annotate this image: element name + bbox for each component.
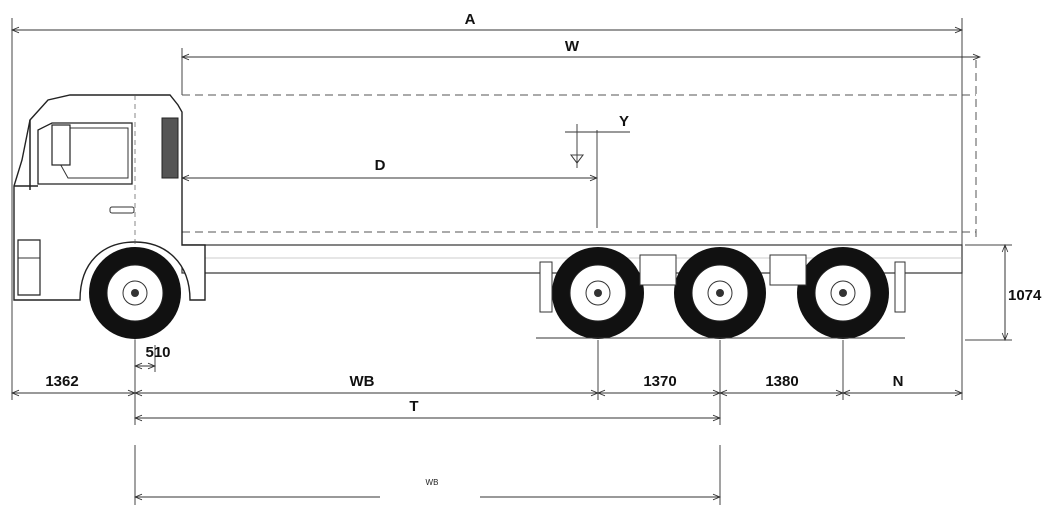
rear-overhang-label: N xyxy=(893,373,904,390)
dimension-a: A xyxy=(12,11,962,400)
rear-wheel-2 xyxy=(674,247,766,339)
body-outline xyxy=(182,60,977,240)
dimension-d-label: D xyxy=(375,157,386,174)
door-handle-icon xyxy=(109,206,135,214)
dimension-row-main: 1362 WB 1370 1380 N xyxy=(12,373,962,393)
front-overhang-label: 1362 xyxy=(45,373,78,390)
exhaust-icon xyxy=(161,117,179,179)
dimension-a-label: A xyxy=(465,11,476,28)
dimension-wb-lower: WB xyxy=(135,445,720,505)
rear-wheel-1 xyxy=(552,247,644,339)
wb-lower-label: WB xyxy=(426,478,439,487)
mirror-icon xyxy=(51,124,71,166)
dimension-d: D xyxy=(182,130,597,228)
axle-spacing-2-label: 1380 xyxy=(765,373,798,390)
dimension-y: Y xyxy=(565,113,630,168)
rear-suspension xyxy=(536,254,906,339)
dimension-t-label: T xyxy=(409,398,418,415)
dimension-w-label: W xyxy=(565,38,580,55)
front-wheel-offset-label: 510 xyxy=(145,344,170,361)
dimension-frame-height: 1074 xyxy=(965,245,1042,340)
axle-spacing-1-label: 1370 xyxy=(643,373,676,390)
frame-height-label: 1074 xyxy=(1008,287,1042,304)
dimension-front-wheel-offset: 510 xyxy=(135,344,171,366)
dimension-t: T xyxy=(135,398,720,418)
dimension-y-label: Y xyxy=(619,113,629,130)
dimension-w: W xyxy=(182,38,980,95)
truck-cab xyxy=(13,94,206,350)
front-wheel xyxy=(89,247,181,339)
rear-wheel-3 xyxy=(797,247,889,339)
wheelbase-label: WB xyxy=(350,373,375,390)
